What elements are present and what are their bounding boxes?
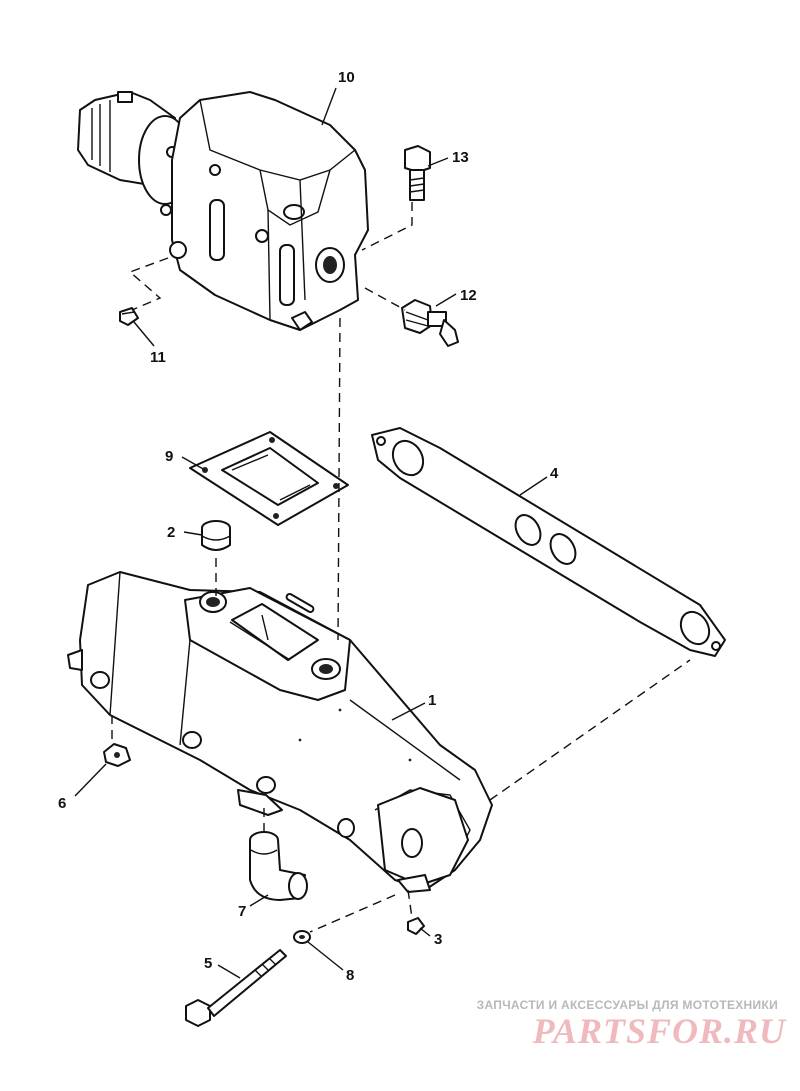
elbow-fitting-7 <box>249 831 308 901</box>
callout-3: 3 <box>434 931 442 948</box>
callout-5: 5 <box>204 955 212 972</box>
lock-washer-8 <box>293 930 311 944</box>
alignment-lines <box>111 202 691 933</box>
elbow-gasket-9 <box>189 431 349 526</box>
callout-9: 9 <box>165 448 173 465</box>
callout-8: 8 <box>346 967 354 984</box>
exhaust-elbow <box>77 91 369 331</box>
callout-11: 11 <box>150 349 166 366</box>
watermark-caption: ЗАПЧАСТИ И АКСЕССУАРЫ ДЛЯ МОТОТЕХНИКИ <box>476 998 778 1012</box>
callout-12: 12 <box>460 287 477 304</box>
callout-1: 1 <box>428 692 436 709</box>
callout-7: 7 <box>238 903 246 920</box>
bolt-13 <box>404 145 431 201</box>
pipe-plug-11 <box>119 307 139 326</box>
watermark-logo: PARTSFOR.RU <box>532 1011 786 1051</box>
callout-4: 4 <box>550 465 559 482</box>
bolt-5 <box>185 949 287 1027</box>
callout-6: 6 <box>58 795 66 812</box>
drain-plug-3 <box>407 917 425 935</box>
clip-6 <box>103 743 131 767</box>
callout-13: 13 <box>452 149 469 166</box>
manifold-gasket-4 <box>371 427 726 657</box>
exhaust-manifold <box>67 571 493 893</box>
callout-labels: 10 13 12 11 9 2 4 1 6 7 3 5 8 <box>58 69 559 984</box>
callout-10: 10 <box>338 69 355 86</box>
callout-2: 2 <box>167 524 175 541</box>
temperature-sensor-12 <box>401 299 459 347</box>
cup-plug-2 <box>201 520 231 551</box>
leader-lines <box>74 87 548 979</box>
